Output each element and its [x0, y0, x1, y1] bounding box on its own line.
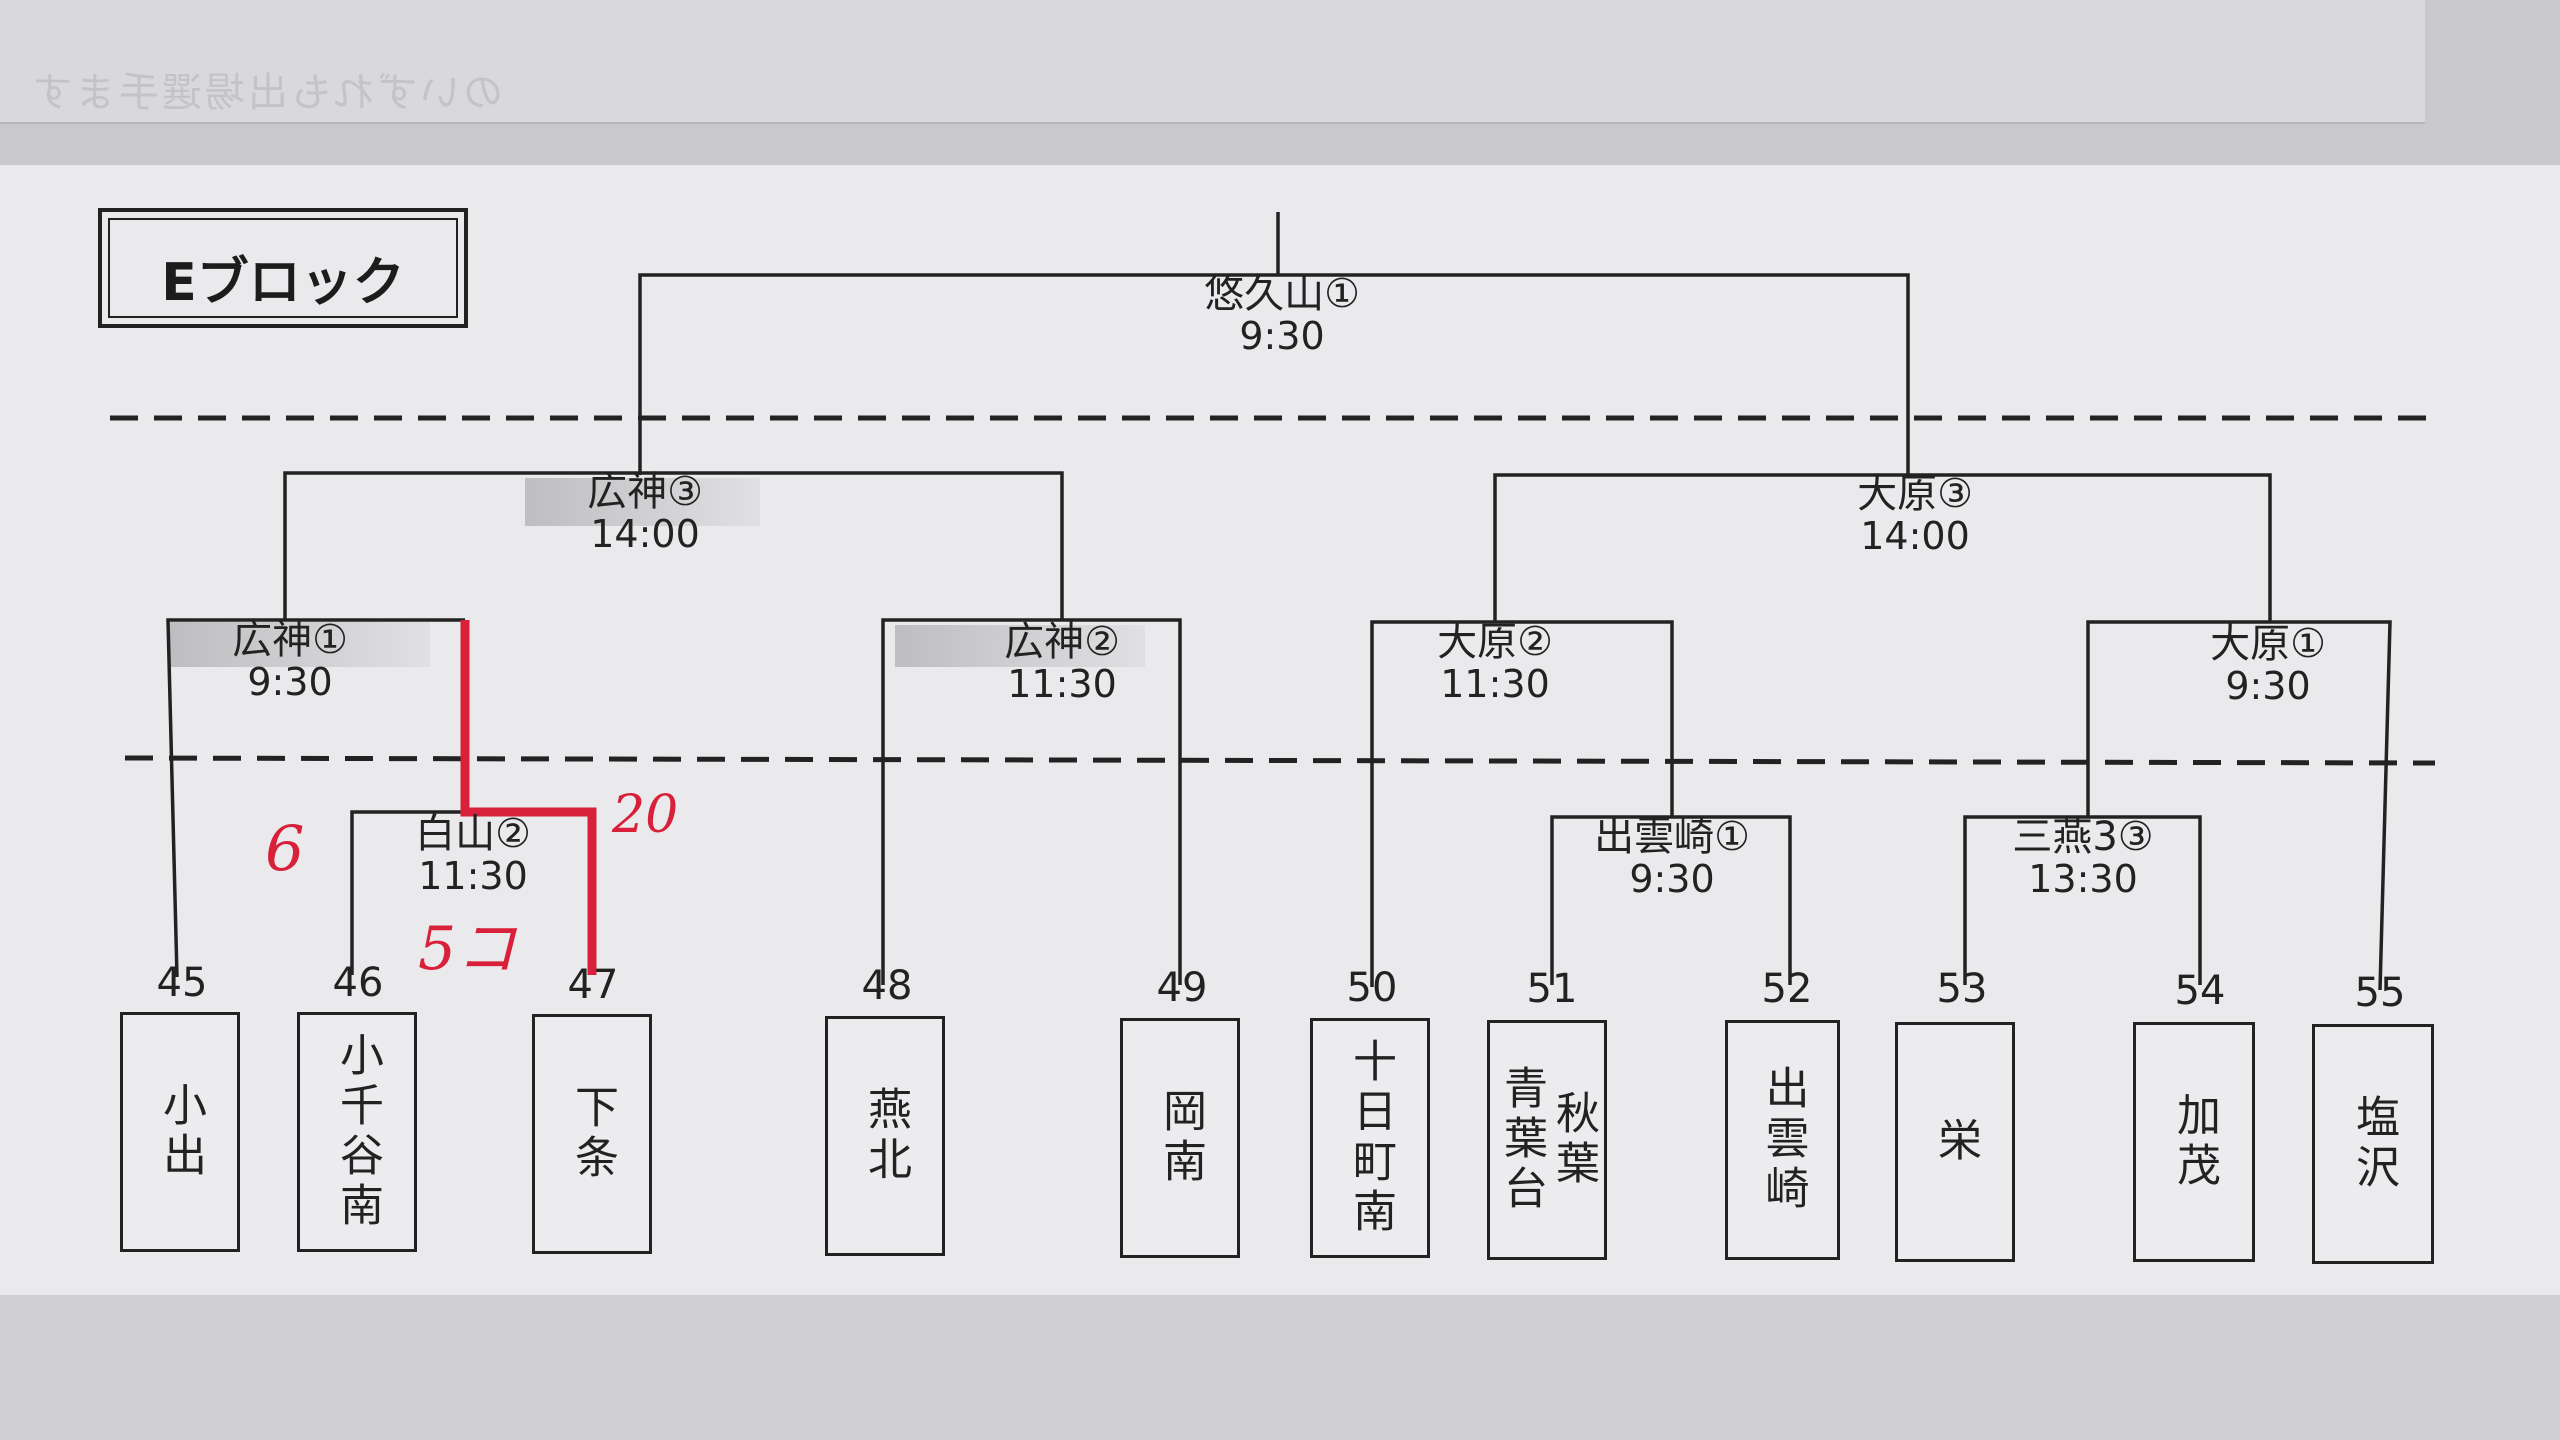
team-name: 加茂 — [2169, 1092, 2220, 1192]
bracket-r1-b — [1550, 815, 1792, 985]
venue-q2: 広神② — [1004, 619, 1120, 665]
time-q2: 11:30 — [1007, 662, 1117, 706]
team-box: 燕北 — [825, 1016, 945, 1256]
handwritten-note: 5コ — [418, 914, 517, 984]
venue-final: 悠久山① — [1204, 271, 1360, 317]
team-number: 45 — [156, 960, 208, 1006]
team-name: 出雲崎 — [1757, 1065, 1809, 1215]
bracket-q4 — [2086, 620, 2392, 991]
time-r1-c: 13:30 — [2028, 857, 2138, 901]
match-label-semi-left: 広神③ 14:00 — [587, 470, 703, 556]
venue-shade-q2 — [895, 625, 1145, 667]
time-semi-right: 14:00 — [1860, 514, 1970, 558]
team-box: 加茂 — [2133, 1022, 2255, 1262]
bracket-q3 — [1370, 620, 1674, 987]
winning-path-highlight — [460, 620, 597, 975]
venue-q4: 大原① — [2210, 621, 2326, 667]
dashed-separator-bottom — [124, 755, 2436, 766]
team-box: 岡南 — [1120, 1018, 1240, 1258]
handwritten-score-right: 20 — [612, 785, 679, 845]
venue-semi-right: 大原③ — [1857, 471, 1973, 517]
match-label-r1-c: 三燕3③ 13:30 — [2012, 815, 2153, 901]
team-name: 栄 — [1930, 1117, 1981, 1167]
team-number: 49 — [1156, 965, 1208, 1011]
team-number: 54 — [2174, 968, 2226, 1014]
match-label-r1-a: 白山② 11:30 — [415, 812, 531, 898]
venue-semi-left: 広神③ — [587, 469, 703, 515]
team-number: 47 — [567, 962, 619, 1008]
team-number: 53 — [1936, 966, 1988, 1012]
team-name: 小出 — [155, 1082, 206, 1182]
team-number: 46 — [332, 960, 384, 1006]
venue-r1-c: 三燕3③ — [2012, 814, 2154, 860]
block-title-box: Eブロック — [98, 208, 468, 328]
team-number: 48 — [861, 963, 913, 1009]
match-label-q2: 広神② 11:30 — [1004, 620, 1120, 706]
time-r1-a: 11:30 — [418, 854, 528, 898]
time-r1-b: 9:30 — [1629, 857, 1715, 901]
team-name: 青葉台 — [1496, 1065, 1547, 1215]
match-label-semi-right: 大原③ 14:00 — [1857, 472, 1973, 558]
venue-q3: 大原② — [1437, 619, 1553, 665]
team-name: 小千谷南 — [332, 1032, 383, 1232]
team-name: 燕北 — [860, 1086, 911, 1186]
venue-r1-b: 出雲崎① — [1594, 814, 1750, 860]
bracket-final — [638, 273, 1910, 475]
background-sheet: のいずれも出場選手ます — [0, 0, 2425, 124]
team-name: 十日町南 — [1345, 1038, 1396, 1238]
handwritten-score-left: 6 — [265, 812, 305, 885]
time-q1: 9:30 — [247, 660, 333, 704]
time-q3: 11:30 — [1440, 662, 1550, 706]
team-box: 出雲崎 — [1725, 1020, 1840, 1260]
block-title: Eブロック — [161, 253, 405, 313]
venue-q1: 広神① — [232, 617, 348, 663]
team-box: 栄 — [1895, 1022, 2015, 1262]
match-label-r1-b: 出雲崎① 9:30 — [1594, 815, 1750, 901]
team-name: 下条 — [567, 1084, 618, 1184]
team-box: 小出 — [120, 1012, 240, 1252]
team-number: 50 — [1346, 965, 1398, 1011]
team-number: 55 — [2354, 970, 2406, 1016]
team-name: 塩沢 — [2348, 1094, 2399, 1194]
bracket-q1 — [166, 618, 465, 978]
team-name: 秋葉 — [1548, 1090, 1599, 1190]
table-surface — [0, 1295, 2560, 1440]
bracket-r1-c — [1963, 815, 2202, 985]
team-box: 秋葉 青葉台 — [1487, 1020, 1607, 1260]
bracket-semi-left — [283, 471, 1064, 620]
team-box: 小千谷南 — [297, 1012, 417, 1252]
venue-r1-a: 白山② — [415, 811, 531, 857]
time-final: 9:30 — [1239, 314, 1325, 358]
bracket-semi-right — [1493, 473, 2272, 622]
venue-shade-q1 — [170, 622, 430, 667]
time-q4: 9:30 — [2225, 664, 2311, 708]
venue-shade-semi-left — [525, 478, 760, 526]
team-name: 岡南 — [1155, 1088, 1206, 1188]
match-label-q3: 大原② 11:30 — [1437, 620, 1553, 706]
match-label-final: 悠久山① 9:30 — [1204, 272, 1360, 358]
match-label-q4: 大原① 9:30 — [2210, 622, 2326, 708]
match-label-q1: 広神① 9:30 — [232, 618, 348, 704]
team-box: 下条 — [532, 1014, 652, 1254]
team-box: 塩沢 — [2312, 1024, 2434, 1264]
team-number: 51 — [1526, 966, 1578, 1012]
team-box: 十日町南 — [1310, 1018, 1430, 1258]
bracket-q2 — [881, 618, 1182, 985]
team-number: 52 — [1761, 966, 1813, 1012]
time-semi-left: 14:00 — [590, 512, 700, 556]
